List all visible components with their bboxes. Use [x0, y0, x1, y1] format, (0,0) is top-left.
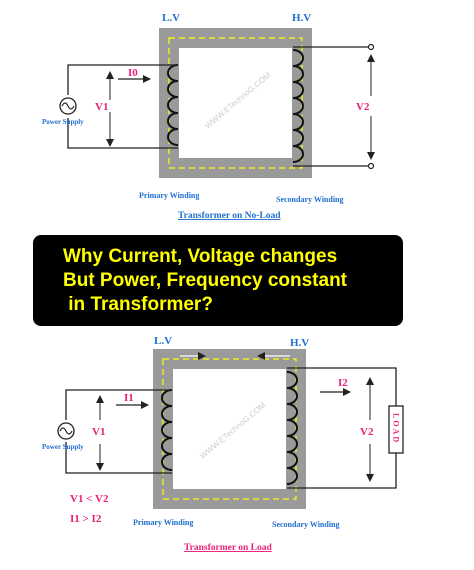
load-box: [388, 405, 404, 454]
banner-line-3: in Transformer?: [63, 294, 213, 315]
primary-coil: [167, 64, 179, 146]
i1-label: I1: [124, 392, 134, 404]
core-window: [179, 48, 292, 158]
secondary-coil: [286, 371, 298, 485]
hv-label: H.V: [292, 12, 311, 24]
i2-label: I2: [338, 377, 348, 389]
banner-line-1: Why Current, Voltage changes: [63, 246, 338, 267]
primary-wire-top: [67, 64, 178, 95]
diagram-no-load: WWW.ETechnoG.COM L.V H.V I0 V1 V2 Power …: [42, 12, 375, 221]
primary-wire-bottom: [65, 442, 172, 474]
lv-label: L.V: [154, 335, 172, 347]
power-supply-label: Power Supply: [42, 118, 84, 126]
v2-label: V2: [356, 101, 370, 113]
sine-wave-icon: [59, 427, 73, 435]
primary-coil: [161, 389, 173, 471]
load-label: LOAD: [392, 413, 401, 444]
hv-label: H.V: [290, 337, 309, 349]
lv-label: L.V: [162, 12, 180, 24]
secondary-winding-label: Secondary Winding: [272, 520, 340, 529]
current-label: I0: [128, 67, 138, 79]
relation-current: I1 > I2: [70, 513, 102, 525]
core-window: [173, 369, 286, 489]
primary-winding-label: Primary Winding: [139, 191, 199, 200]
power-supply-label: Power Supply: [42, 443, 84, 451]
title-banner: Why Current, Voltage changes But Power, …: [33, 235, 403, 326]
secondary-wire-top: [287, 367, 397, 406]
relation-voltage: V1 < V2: [70, 493, 109, 505]
primary-wire-bottom: [67, 118, 178, 149]
v2-label: V2: [360, 426, 374, 438]
secondary-winding-label: Secondary Winding: [276, 195, 344, 204]
primary-wire-top: [65, 389, 172, 420]
diagram-caption: Transformer on Load: [184, 543, 273, 553]
terminal-bottom-icon: [367, 162, 375, 170]
primary-winding-label: Primary Winding: [133, 518, 193, 527]
diagram-caption: Transformer on No-Load: [178, 211, 281, 221]
banner-line-2: But Power, Frequency constant: [63, 270, 347, 291]
sine-wave-icon: [61, 102, 75, 110]
v1-label: V1: [92, 426, 105, 438]
diagram-on-load: WWW.ETechnoG.COM L.V H.V I1 I2 V1 V2 LOA…: [42, 335, 404, 553]
secondary-coil: [292, 49, 304, 163]
secondary-wire-bottom: [287, 453, 397, 489]
v1-label: V1: [95, 101, 108, 113]
terminal-top-icon: [367, 43, 375, 51]
